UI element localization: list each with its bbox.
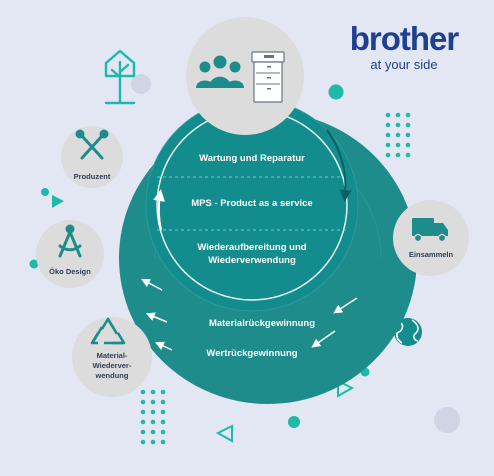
- producer-node: [61, 126, 123, 188]
- label-recycling-line-1: Material-: [96, 351, 128, 360]
- decor-shapes: [29, 74, 460, 443]
- eco-design-node: [36, 220, 104, 288]
- printer-icon: [251, 51, 285, 103]
- truck-icon: [412, 218, 448, 243]
- tools-icon: [75, 129, 109, 160]
- people-icon: [196, 55, 244, 88]
- inner-cycle-arrows: [153, 129, 352, 231]
- label-recycling-line-2: Wiederver-: [92, 361, 132, 370]
- label-collect: Einsammeln: [408, 250, 454, 259]
- brand-name: brother: [349, 20, 460, 57]
- globe-icon: [394, 318, 422, 346]
- top-node: [186, 17, 304, 135]
- brand-tagline: at your side: [370, 57, 438, 72]
- label-value-recovery: Wertrückgewinnung: [206, 348, 298, 359]
- recycle-icon: [90, 317, 126, 345]
- label-reuse-line-1: Wiederaufbereitung und: [197, 242, 307, 253]
- brand-logo: brother at your side: [340, 22, 468, 71]
- label-product-as-service: MPS - Product as a service: [191, 198, 313, 209]
- outer-arrows-left: [141, 278, 173, 351]
- decor-dots-bottom: [140, 389, 166, 445]
- label-recycling-line-3: wendung: [95, 371, 129, 380]
- collect-node: [393, 200, 469, 276]
- label-eco-design: Öko Design: [49, 267, 91, 276]
- label-reuse-line-2: Wiederverwendung: [208, 255, 296, 266]
- tree-icon: [104, 49, 136, 105]
- label-producer: Produzent: [73, 172, 111, 181]
- decor-dots-right: [385, 112, 411, 158]
- outer-arrows-right: [311, 297, 358, 348]
- label-maintenance: Wartung und Reparatur: [199, 153, 305, 164]
- compass-icon: [58, 224, 82, 258]
- recycling-node: [72, 317, 152, 397]
- label-material-recovery: Materialrückgewinnung: [208, 318, 316, 329]
